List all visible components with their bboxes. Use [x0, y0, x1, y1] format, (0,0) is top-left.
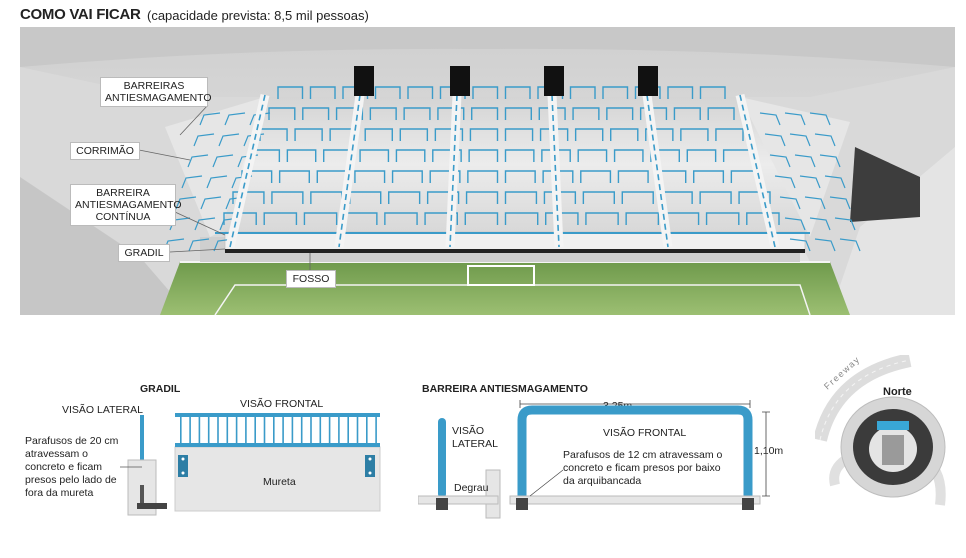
gradil-front-view-label: VISÃO FRONTAL [240, 398, 324, 410]
gradil-title: GRADIL [140, 383, 181, 395]
mureta-label: Mureta [263, 476, 296, 488]
barrier-note: Parafusos de 12 cm atravessam o concreto… [563, 449, 723, 487]
north-stand-highlight [877, 421, 909, 430]
barrier-side-view-label: VISÃO LATERAL [452, 425, 498, 450]
callout-barreiras: BARREIRAS ANTIESMAGAMENTO [100, 77, 212, 107]
locator-map [815, 355, 946, 506]
pillars [225, 93, 780, 249]
callout-corrimao: CORRIMÃO [70, 142, 140, 160]
barrier-title: BARREIRA ANTIESMAGAMENTO [422, 383, 588, 395]
callout-gradil: GRADIL [118, 244, 170, 262]
barrier-height-label: 1,10m [754, 445, 784, 457]
goal [467, 265, 535, 286]
stadium-illustration [20, 27, 955, 316]
callout-barreira-continua: BARREIRA ANTIESMAGAMENTO CONTÍNUA [70, 184, 182, 226]
callout-fosso: FOSSO [286, 270, 336, 288]
vomitories [354, 66, 658, 96]
barrier-front-view-label: VISÃO FRONTAL [603, 427, 687, 439]
barrier-drawing [418, 400, 770, 519]
main-stand [220, 97, 810, 232]
north-label: Norte [883, 386, 912, 398]
degrau-label: Degrau [454, 482, 489, 494]
gradil-side-view-label: VISÃO LATERAL [62, 404, 143, 416]
gradil-bar [225, 249, 805, 253]
gradil-bars [180, 417, 377, 443]
seat-rows [163, 86, 861, 252]
pitch [160, 262, 850, 315]
stadium-svg [20, 27, 955, 316]
gradil-drawing [120, 413, 381, 516]
gradil-note: Parafusos de 20 cm atravessam o concreto… [25, 435, 119, 499]
page-title: COMO VAI FICAR [20, 6, 141, 23]
page-subtitle: (capacidade prevista: 8,5 mil pessoas) [147, 8, 369, 23]
